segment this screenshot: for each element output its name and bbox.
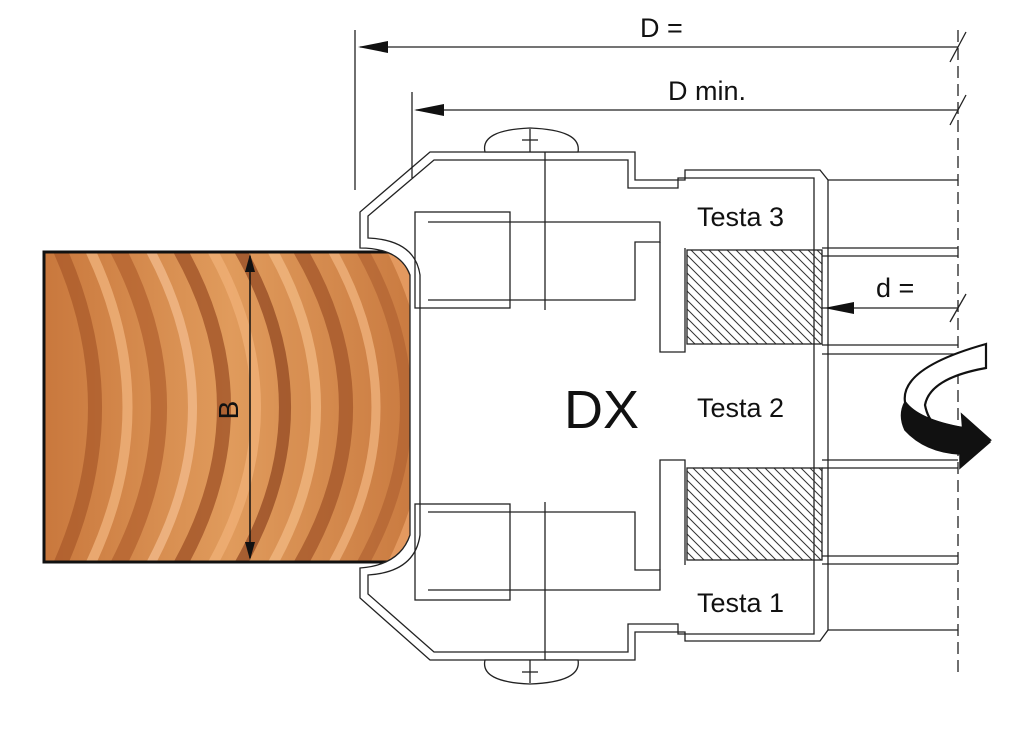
bottom-screw <box>483 659 579 685</box>
testa3-label: Testa 3 <box>697 202 784 232</box>
testa1-label: Testa 1 <box>697 588 784 618</box>
small-d-label: d = <box>876 273 914 303</box>
dmin-dimension: D min. <box>411 76 967 178</box>
dx-label: DX <box>564 380 639 440</box>
small-d-dimension: d = <box>822 273 967 323</box>
lower-knife <box>686 467 823 561</box>
d-dimension: D = <box>354 13 967 190</box>
d-label: D = <box>640 13 683 43</box>
cutter-body <box>359 151 958 661</box>
rotation-arrow-icon <box>900 342 992 470</box>
upper-knife <box>686 249 823 345</box>
b-dimension: B <box>213 254 255 560</box>
testa2-label: Testa 2 <box>697 393 784 423</box>
b-label: B <box>213 401 244 420</box>
dmin-label: D min. <box>668 76 746 106</box>
top-screw <box>483 127 579 153</box>
